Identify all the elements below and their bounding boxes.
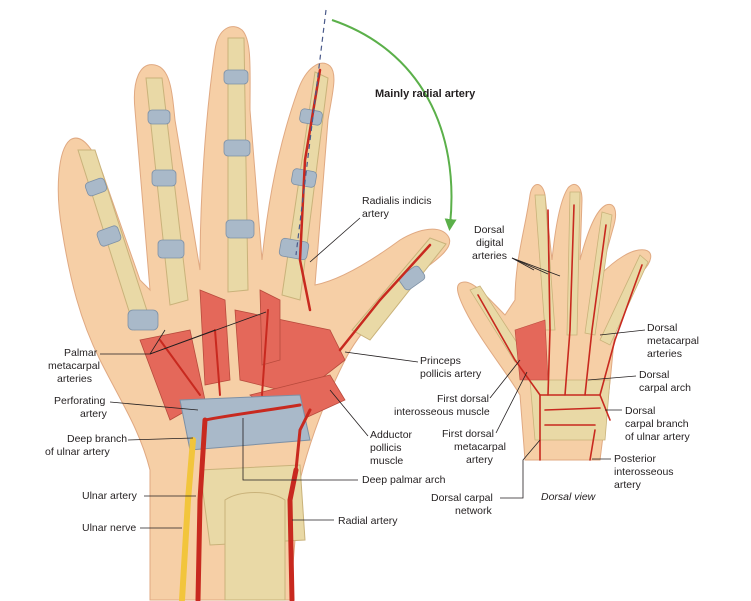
svg-text:metacarpal: metacarpal [647,335,699,347]
dorsal-hand-illustration [457,184,652,461]
palmar-arteries [159,68,432,601]
svg-text:Radial artery: Radial artery [338,515,398,527]
svg-text:Palmar: Palmar [64,347,98,359]
svg-text:network: network [455,505,493,517]
svg-text:artery: artery [466,454,494,466]
svg-text:digital: digital [476,237,503,249]
label-first-dorsal-interosseous-muscle: First dorsal interosseous muscle [394,359,521,418]
label-radial-artery: Radial artery [292,515,398,527]
svg-text:Dorsal: Dorsal [474,224,504,236]
svg-text:Perforating: Perforating [54,395,106,407]
svg-text:arteries: arteries [647,348,682,360]
svg-text:Radialis indicis: Radialis indicis [362,195,431,207]
svg-text:Ulnar nerve: Ulnar nerve [82,522,136,534]
svg-text:of ulnar artery: of ulnar artery [45,446,111,458]
label-mainly-radial-artery: Mainly radial artery [375,88,476,100]
svg-text:metacarpal: metacarpal [48,360,100,372]
label-dorsal-metacarpal-arteries: Dorsal metacarpal arteries [599,322,699,360]
svg-text:carpal arch: carpal arch [639,382,691,394]
svg-text:interosseous: interosseous [614,466,674,478]
svg-text:Dorsal: Dorsal [647,322,677,334]
svg-text:carpal branch: carpal branch [625,418,689,430]
svg-text:pollicis artery: pollicis artery [420,368,482,380]
label-deep-palmar-arch: Deep palmar arch [242,418,446,486]
first-dorsal-interosseous-shape [514,319,549,381]
svg-text:artery: artery [362,208,390,220]
label-deep-branch-ulnar-artery: Deep branch of ulnar artery [45,433,194,458]
label-ulnar-nerve: Ulnar nerve [82,522,182,534]
svg-text:Princeps: Princeps [420,355,461,367]
dorsal-arteries [477,204,643,461]
svg-text:Adductor: Adductor [370,429,413,441]
svg-text:Posterior: Posterior [614,453,657,465]
label-ulnar-artery: Ulnar artery [82,490,196,502]
svg-text:Ulnar artery: Ulnar artery [82,490,138,502]
joint-capsules [84,69,426,331]
label-princeps-pollicis-artery: Princeps pollicis artery [344,351,482,380]
svg-text:artery: artery [614,479,642,491]
svg-text:Deep branch: Deep branch [67,433,127,445]
label-dorsal-digital-arteries: Dorsal digital arteries [472,224,561,277]
label-posterior-interosseous-artery: Posterior interosseous artery [592,453,674,491]
ulnar-nerve-shape [179,437,196,601]
label-palmar-metacarpal-arteries: Palmar metacarpal arteries [48,311,267,385]
svg-text:Dorsal carpal: Dorsal carpal [431,492,493,504]
svg-text:of ulnar artery: of ulnar artery [625,431,691,443]
svg-text:Deep palmar arch: Deep palmar arch [362,474,446,486]
label-first-dorsal-metacarpal-artery: First dorsal metacarpal artery [442,371,528,466]
label-dorsal-carpal-branch-ulnar-artery: Dorsal carpal branch of ulnar artery [605,405,691,443]
svg-text:arteries: arteries [472,250,507,262]
svg-text:artery: artery [80,408,108,420]
dorsal-view-caption: Dorsal view [541,491,597,503]
svg-text:First dorsal: First dorsal [442,428,494,440]
svg-text:Dorsal: Dorsal [625,405,655,417]
svg-text:pollicis: pollicis [370,442,402,454]
radial-artery-region-arrow [331,19,457,231]
svg-text:Dorsal: Dorsal [639,369,669,381]
label-dorsal-carpal-network: Dorsal carpal network [431,439,541,517]
palmar-hand-illustration [57,9,451,601]
label-dorsal-carpal-arch: Dorsal carpal arch [587,369,691,394]
svg-text:metacarpal: metacarpal [454,441,506,453]
label-perforating-artery: Perforating artery [54,395,199,420]
label-adductor-pollicis-muscle: Adductor pollicis muscle [329,389,413,467]
svg-text:arteries: arteries [57,373,92,385]
label-radialis-indicis-artery: Radialis indicis artery [309,195,431,263]
svg-text:muscle: muscle [370,455,403,467]
svg-text:First dorsal: First dorsal [437,393,489,405]
svg-text:interosseous muscle: interosseous muscle [394,406,490,418]
